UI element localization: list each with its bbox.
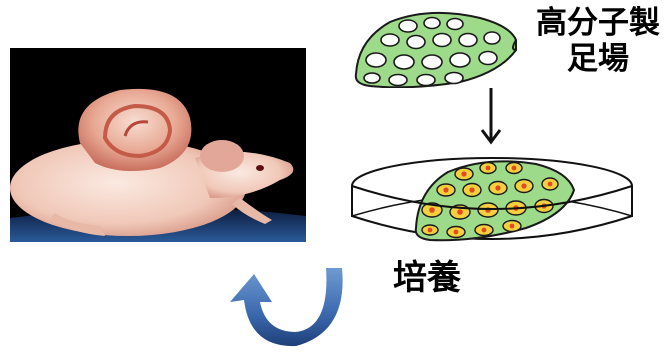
curved-arrow-icon (222, 262, 372, 353)
pore (399, 20, 417, 32)
mouse-photo-drawing (10, 48, 306, 242)
petri-dish-drawing (346, 150, 642, 246)
pore (394, 55, 414, 69)
down-arrow-icon (479, 86, 503, 150)
scaffold-label-line2: 足場 (525, 42, 671, 78)
culture-label: 培養 (393, 259, 461, 298)
pore (450, 53, 470, 67)
pore (459, 34, 477, 47)
pore (381, 34, 399, 46)
pore (447, 19, 463, 30)
pore (424, 18, 440, 29)
pore (389, 75, 407, 86)
pore (366, 53, 386, 67)
pore (417, 75, 435, 86)
polymer-scaffold-icon (350, 10, 520, 92)
down-arrow-drawing (479, 86, 503, 146)
scaffold-label: 高分子製 足場 (525, 6, 671, 77)
pore (433, 34, 451, 47)
curved-arrow-drawing (222, 262, 372, 349)
pore (484, 32, 500, 44)
pore (364, 73, 380, 83)
scaffold-drawing (350, 10, 520, 88)
scaffold-label-line1: 高分子製 (525, 6, 671, 42)
mouse-photo (10, 48, 306, 242)
pore (422, 55, 442, 69)
pore (479, 52, 497, 65)
pore (407, 36, 425, 49)
petri-dish-icon (346, 150, 642, 250)
pore (445, 73, 463, 84)
